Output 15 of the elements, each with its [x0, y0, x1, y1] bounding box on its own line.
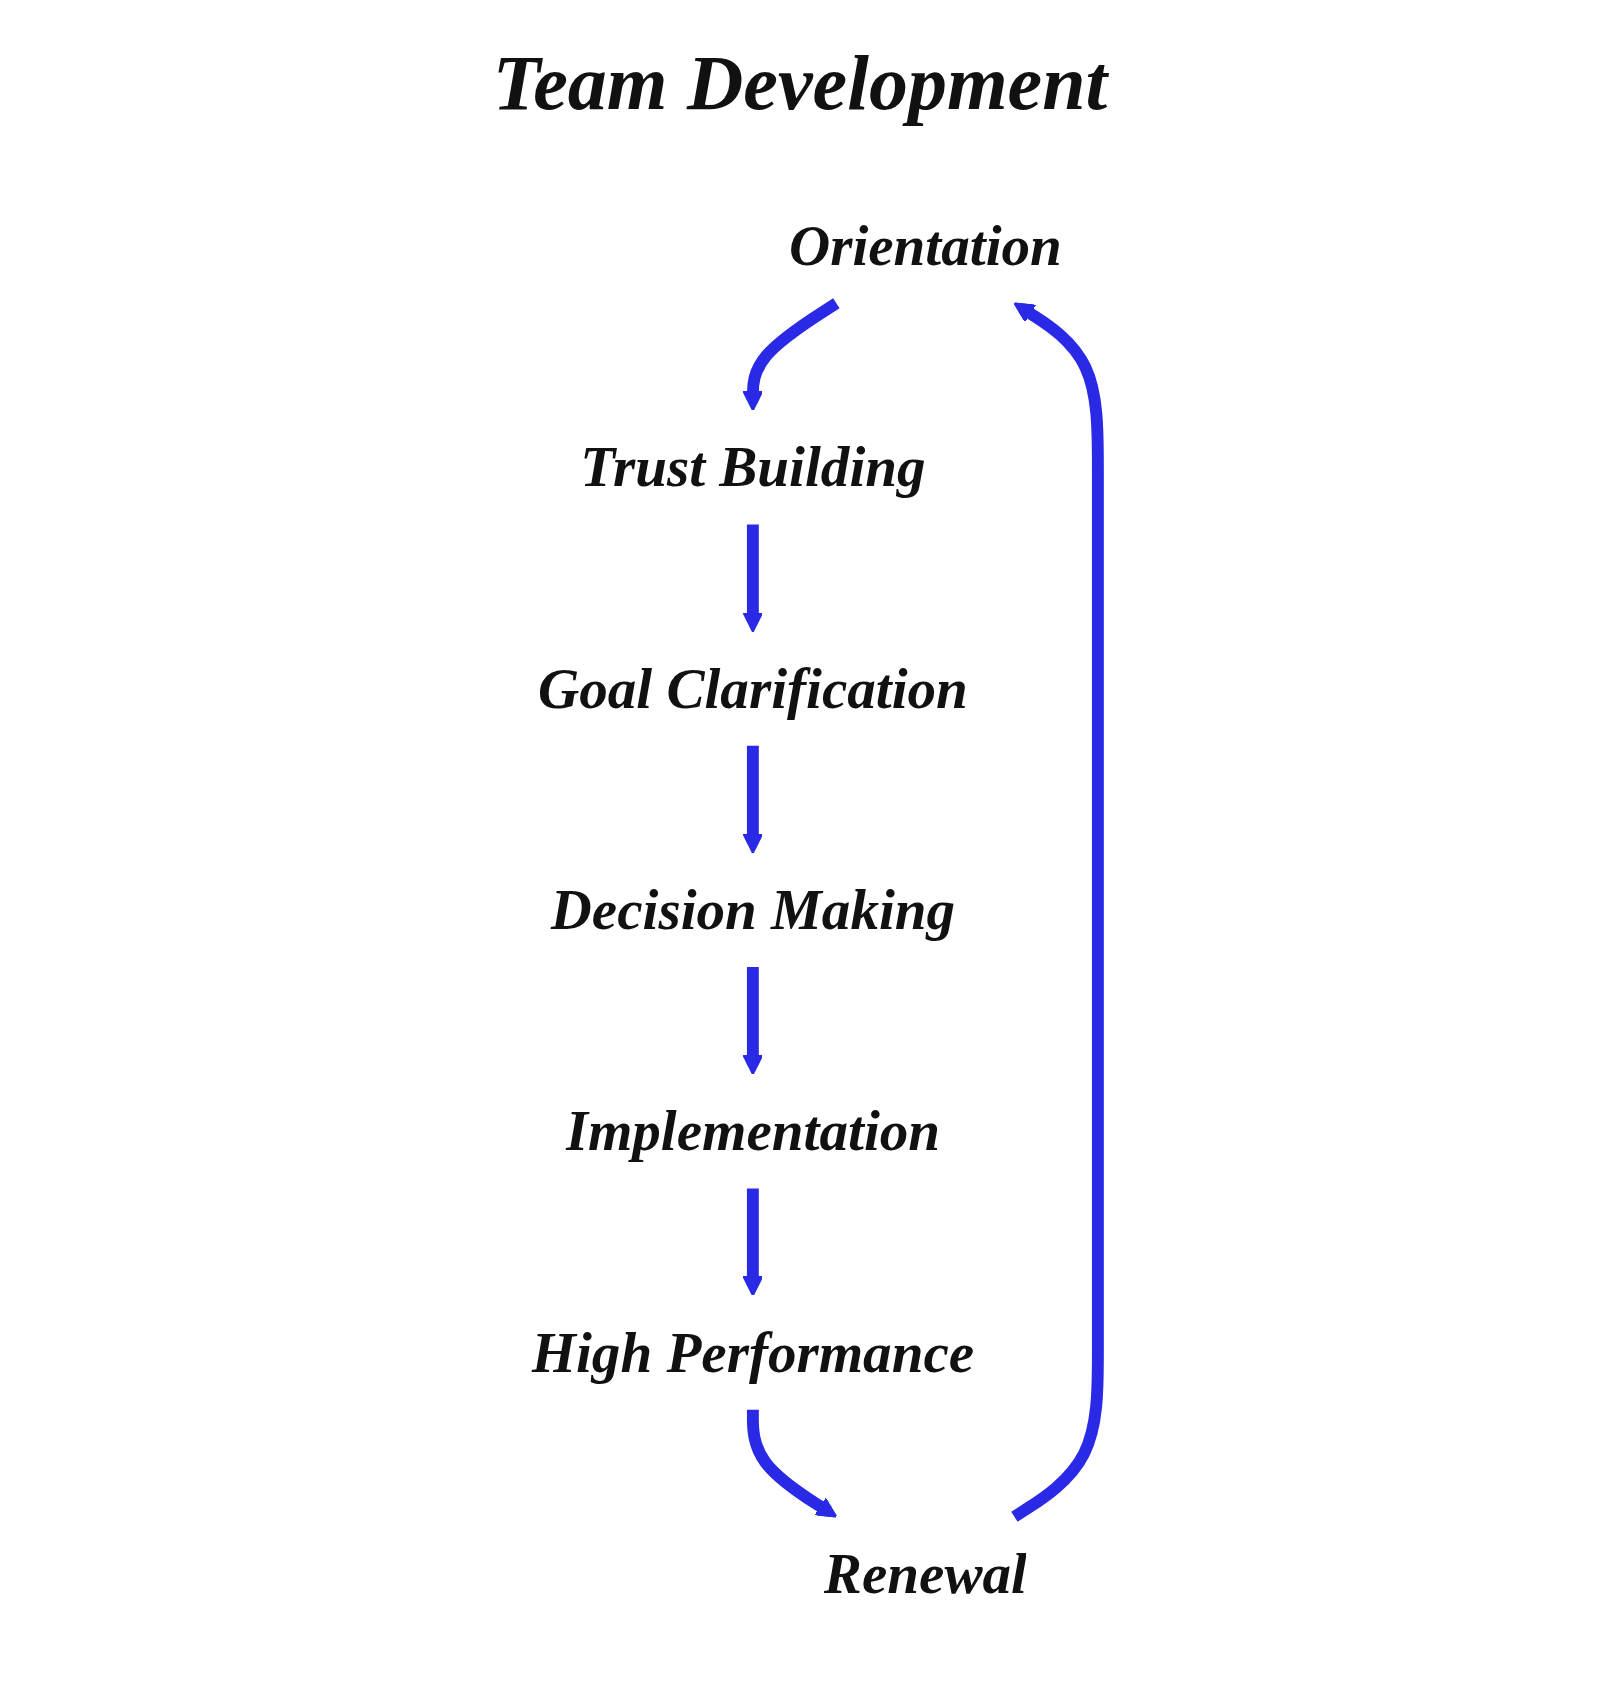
arrow [741, 524, 763, 633]
node-text: Decision Making [550, 879, 955, 941]
arrow [746, 1409, 837, 1518]
arrow [1010, 302, 1104, 1522]
node-text: Orientation [788, 215, 1062, 278]
diagram-title: Team Development [492, 40, 1108, 126]
node-text: Renewal [823, 1542, 1027, 1605]
node-text: Goal Clarification [537, 657, 968, 720]
arrow [741, 745, 763, 854]
node-text: High Performance [531, 1321, 974, 1384]
node-text: Trust Building [579, 436, 926, 499]
arrow [741, 1188, 763, 1297]
arrow [741, 298, 840, 412]
node-text: Implementation [565, 1100, 940, 1163]
arrow [741, 967, 763, 1076]
